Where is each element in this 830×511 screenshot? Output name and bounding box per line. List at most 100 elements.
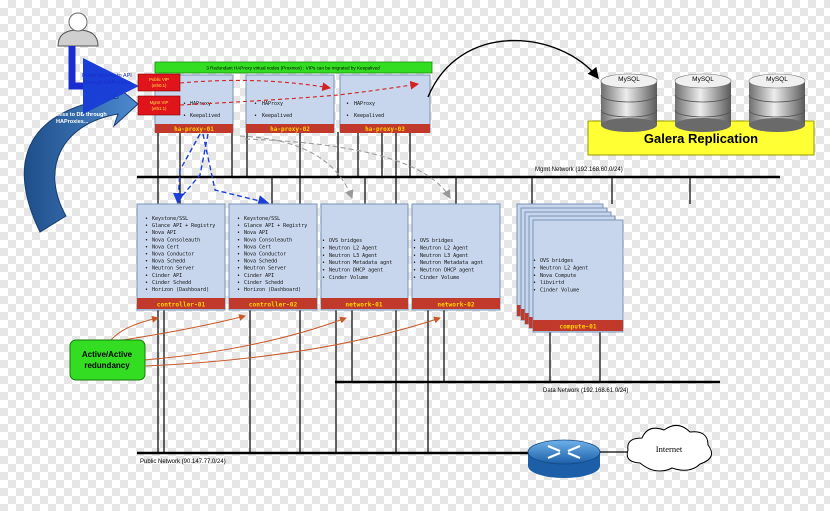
network-node-1-services-bullet: • [322,253,325,259]
haproxy-node-3: ha-proxy-03 • HAProxy • Keepalived [339,74,431,133]
compute-node-service-4: libvirtd [540,280,564,286]
haproxy-to-db-arrow [427,39,599,98]
controller-node-1-services-bullet: • [145,252,148,258]
controller-node-1-services-bullet: • [145,237,148,243]
controller-node-2-services-bullet: • [237,244,240,250]
controller-node-1-services-bullet: • [145,280,148,286]
controller-node-2-services-bullet: • [237,223,240,229]
network-node-2-services-bullet: • [413,260,416,266]
lb-arrow-blue-2 [202,133,270,207]
mgmt-vip-iface: (eth1:1) [152,106,167,111]
controller-node-2-services: •Keystone/SSL•Glance API + Registry•Nova… [237,216,307,293]
haproxy-banner-text: 3 Redundant HAProxy virtual nodes (Proxm… [206,66,380,71]
haproxy-node-3-service-1: HAProxy [354,101,375,107]
controller-node-2-service-8: Neutron Server [244,266,286,272]
controller-node-2-services-bullet: • [237,266,240,272]
compute-node-services-bullet: • [533,265,536,271]
network-node-2-services-bullet: • [413,253,416,259]
network-node-1-service-1: OVS bridges [329,238,362,244]
controller-node-1-service-1: Keystone/SSL [152,216,188,222]
svg-text:•: • [254,113,257,119]
data-network-label: Data Network (192.168.61.0/24) [543,388,628,394]
db-access-label-line2: HAProxies... [56,119,89,125]
galera-replication-label: Galera Replication [644,131,758,146]
controller-node-2-services-bullet: • [237,273,240,279]
redundancy-label-line1: Active/Active [82,350,133,359]
network-node-1-name: network-01 [345,302,383,309]
router-icon [527,439,601,478]
controller-node-1-services-bullet: • [145,287,148,293]
controller-node-2-services-bullet: • [237,252,240,258]
public-network-label: Public Network (90.147.77.0/24) [140,459,226,465]
db-access-label-line1: Access to DB through [49,112,107,118]
controller-node-1-service-7: Nova Schedd [152,259,185,265]
network-node-2-service-1: OVS bridges [420,238,453,244]
network-node-2: network-02 • OVS bridges • Neutron L2 Agent… [411,203,501,311]
compute-node-services-bullet: • [533,258,536,264]
mgmt-vip-box [137,95,181,116]
network-node-2-services-bullet: • [413,245,416,251]
lb-arrow-gray-1 [239,135,354,200]
network-node-1-services-bullet: • [322,245,325,251]
svg-text:•: • [346,101,349,107]
compute-node-service-2: Neutron L2 Agent [540,265,588,271]
internet-label: Internet [656,444,683,454]
compute-node-service-3: Nova Compute [540,273,576,279]
internet-cloud: Internet [626,425,713,472]
haproxy-node-1-service-1: HAProxy [190,101,211,107]
controller-node-1-services-bullet: • [145,230,148,236]
controller-node-1-services-bullet: • [145,244,148,250]
controller-node-1-service-6: Nova Conductor [152,252,194,258]
controller-node-1-service-3: Nova API [152,230,176,236]
api-access-label-line2: through HAProxies [84,80,130,86]
network-node-2-services-bullet: • [413,238,416,244]
controller-node-1-service-5: Nova Cert [152,244,179,250]
controller-node-2-service-10: Cinder Schedd [244,280,283,286]
vip-migration-arrow-1 [179,79,332,92]
controller-node-2-service-1: Keystone/SSL [244,216,280,222]
controller-node-2-services-bullet: • [237,287,240,293]
controller-node-2-service-9: Cinder API [244,273,274,279]
public-vip-label: Public VIP [149,77,169,82]
compute-node-stack: compute-01 •OVS bridges•Neutron L2 Agent… [516,203,624,333]
network-node-1: network-01 •OVS bridges•Neutron L2 Agent… [320,203,409,311]
network-node-1-services: •OVS bridges•Neutron L2 Agent•Neutron L3… [322,238,392,281]
haproxy-node-2-service-2: Keepalived [262,113,292,119]
redundancy-box [69,339,146,381]
controller-node-1-services-bullet: • [145,266,148,272]
compute-node-services-bullet: • [533,280,536,286]
compute-node-name: compute-01 [559,324,597,331]
lb-arrow-gray-2 [244,138,451,199]
controller-node-2-services-bullet: • [237,259,240,265]
controller-node-2-services-bullet: • [237,237,240,243]
svg-text:•: • [183,101,186,107]
network-node-2-service-5: Neutron DHCP agent [420,268,474,274]
haproxy-node-1-name: ha-proxy-01 [174,126,214,133]
controller-node-1-service-8: Neutron Server [152,266,194,272]
haproxy-node-2-service-1: HAProxy [262,101,283,107]
mysql-node-1-label: MySQL [618,76,640,83]
mysql-node-1: MySQL [600,73,658,132]
lb-arrow-blue-1 [173,133,201,205]
controller-node-2-services-bullet: • [237,216,240,222]
network-node-2-service-2: Neutron L2 Agent [420,245,468,251]
controller-node-2-services-bullet: • [237,280,240,286]
controller-node-1-services-bullet: • [145,273,148,279]
network-node-2-name: network-02 [437,302,475,309]
public-vip-iface: (eth0:1) [152,83,167,88]
controller-node-1-name: controller-01 [157,302,206,309]
mysql-node-2-label: MySQL [692,76,714,83]
mgmt-vip-label: Mgmt VIP [150,100,169,105]
haproxy-node-1-service-2: Keepalived [190,113,220,119]
svg-text:•: • [183,113,186,119]
compute-node-services-bullet: • [533,288,536,294]
controller-node-2-service-6: Nova Conductor [244,252,286,258]
mysql-node-3-label: MySQL [766,76,788,83]
compute-node-services: •OVS bridges•Neutron L2 Agent•Nova Compu… [533,258,588,294]
controller-node-2-service-4: Nova Consoleauth [244,237,292,243]
network-node-2-service-6: Cinder Volume [420,275,459,281]
haproxy-banner [154,61,433,74]
controller-node-1-service-11: Horizon (Dashboard) [152,287,209,293]
network-node-1-service-6: Cinder Volume [329,275,368,281]
controller-node-2: controller-02 •Keystone/SSL•Glance API +… [228,203,318,311]
